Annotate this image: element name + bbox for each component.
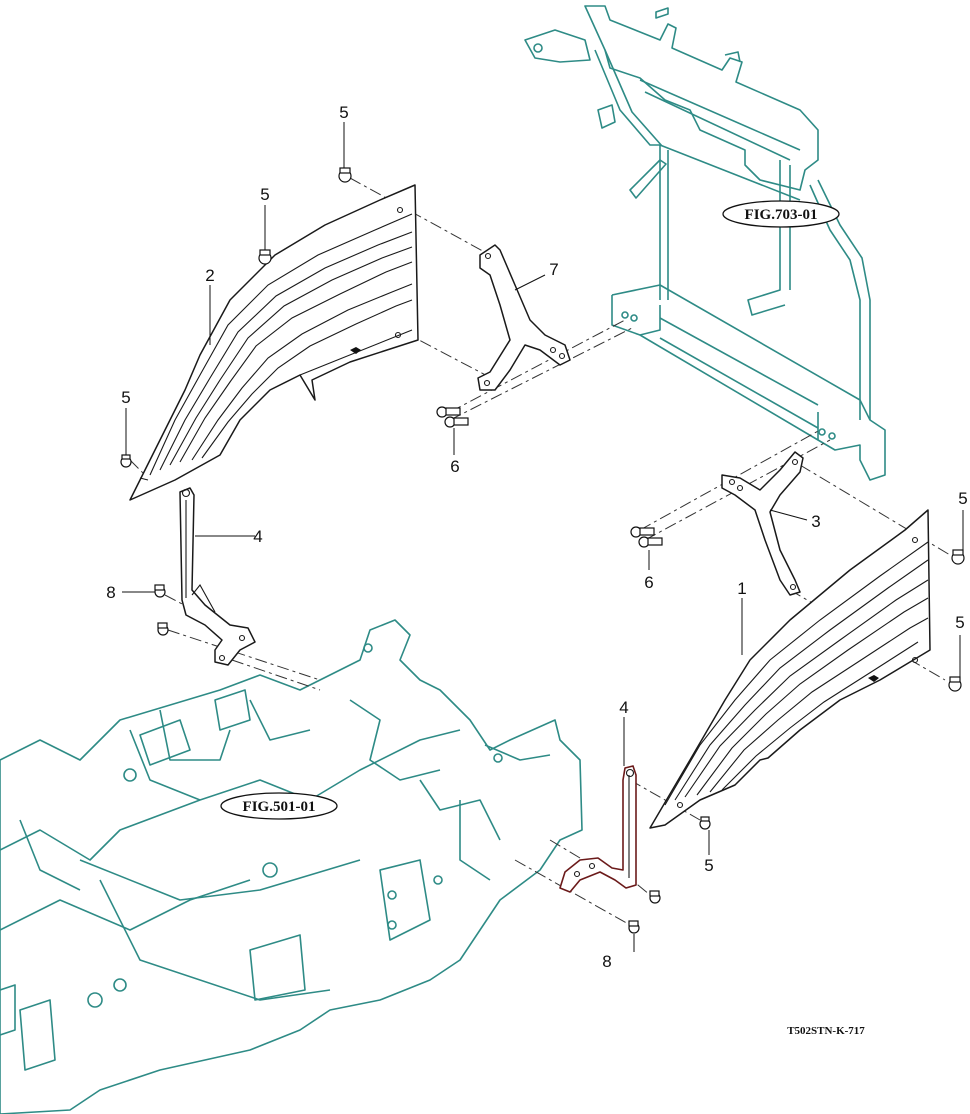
bolt-5-left — [120, 454, 132, 468]
callout-3: 3 — [811, 512, 820, 531]
bolt-8-right-a — [649, 890, 661, 904]
leader-lines — [122, 122, 964, 952]
callout-5: 5 — [339, 103, 348, 122]
fig-ref-lower-label: FIG.501-01 — [243, 799, 316, 815]
bolt-6-left-a — [436, 406, 461, 418]
bolt-6-right-b — [638, 536, 663, 548]
fig-ref-lower[interactable]: FIG.501-01 — [220, 792, 338, 820]
callout-5: 5 — [704, 856, 713, 875]
bolt-5-upper — [258, 249, 272, 265]
bolt-5-right-a — [951, 549, 965, 565]
fig-ref-upper-label: FIG.703-01 — [745, 207, 818, 223]
bolt-8-left-a — [154, 584, 166, 598]
callout-7: 7 — [549, 260, 558, 279]
callout-5: 5 — [955, 613, 964, 632]
bracket-right — [721, 451, 804, 596]
bolt-6-left-b — [444, 416, 469, 428]
lower-frame — [0, 619, 583, 1114]
bolt-5-bottom — [699, 816, 711, 830]
callout-4: 4 — [619, 698, 628, 717]
callout-6: 6 — [450, 457, 459, 476]
callout-8: 8 — [106, 583, 115, 602]
upper-frame — [524, 5, 886, 481]
stay-right — [559, 765, 637, 893]
bolt-5-top — [338, 167, 352, 183]
fig-ref-upper[interactable]: FIG.703-01 — [722, 200, 840, 228]
stay-left — [179, 487, 256, 666]
bolt-8-right-b — [628, 920, 640, 934]
bracket-left — [477, 244, 571, 391]
callouts: 5 5 2 7 5 6 4 8 3 6 5 5 1 4 5 8 — [106, 103, 967, 971]
fender-right — [649, 509, 931, 829]
bolts — [120, 167, 965, 934]
callout-1: 1 — [737, 579, 746, 598]
drawing-code: T502STN-K-717 — [787, 1025, 865, 1037]
bolt-5-right-b — [948, 676, 962, 692]
callout-5: 5 — [121, 388, 130, 407]
callout-4: 4 — [253, 527, 262, 546]
callout-6: 6 — [644, 573, 653, 592]
bolt-8-left-b — [157, 622, 169, 636]
callout-5: 5 — [260, 185, 269, 204]
bolt-6-right-a — [630, 526, 655, 538]
callout-8: 8 — [602, 952, 611, 971]
callout-5: 5 — [958, 489, 967, 508]
fender-left — [129, 184, 419, 501]
callout-2: 2 — [205, 266, 214, 285]
